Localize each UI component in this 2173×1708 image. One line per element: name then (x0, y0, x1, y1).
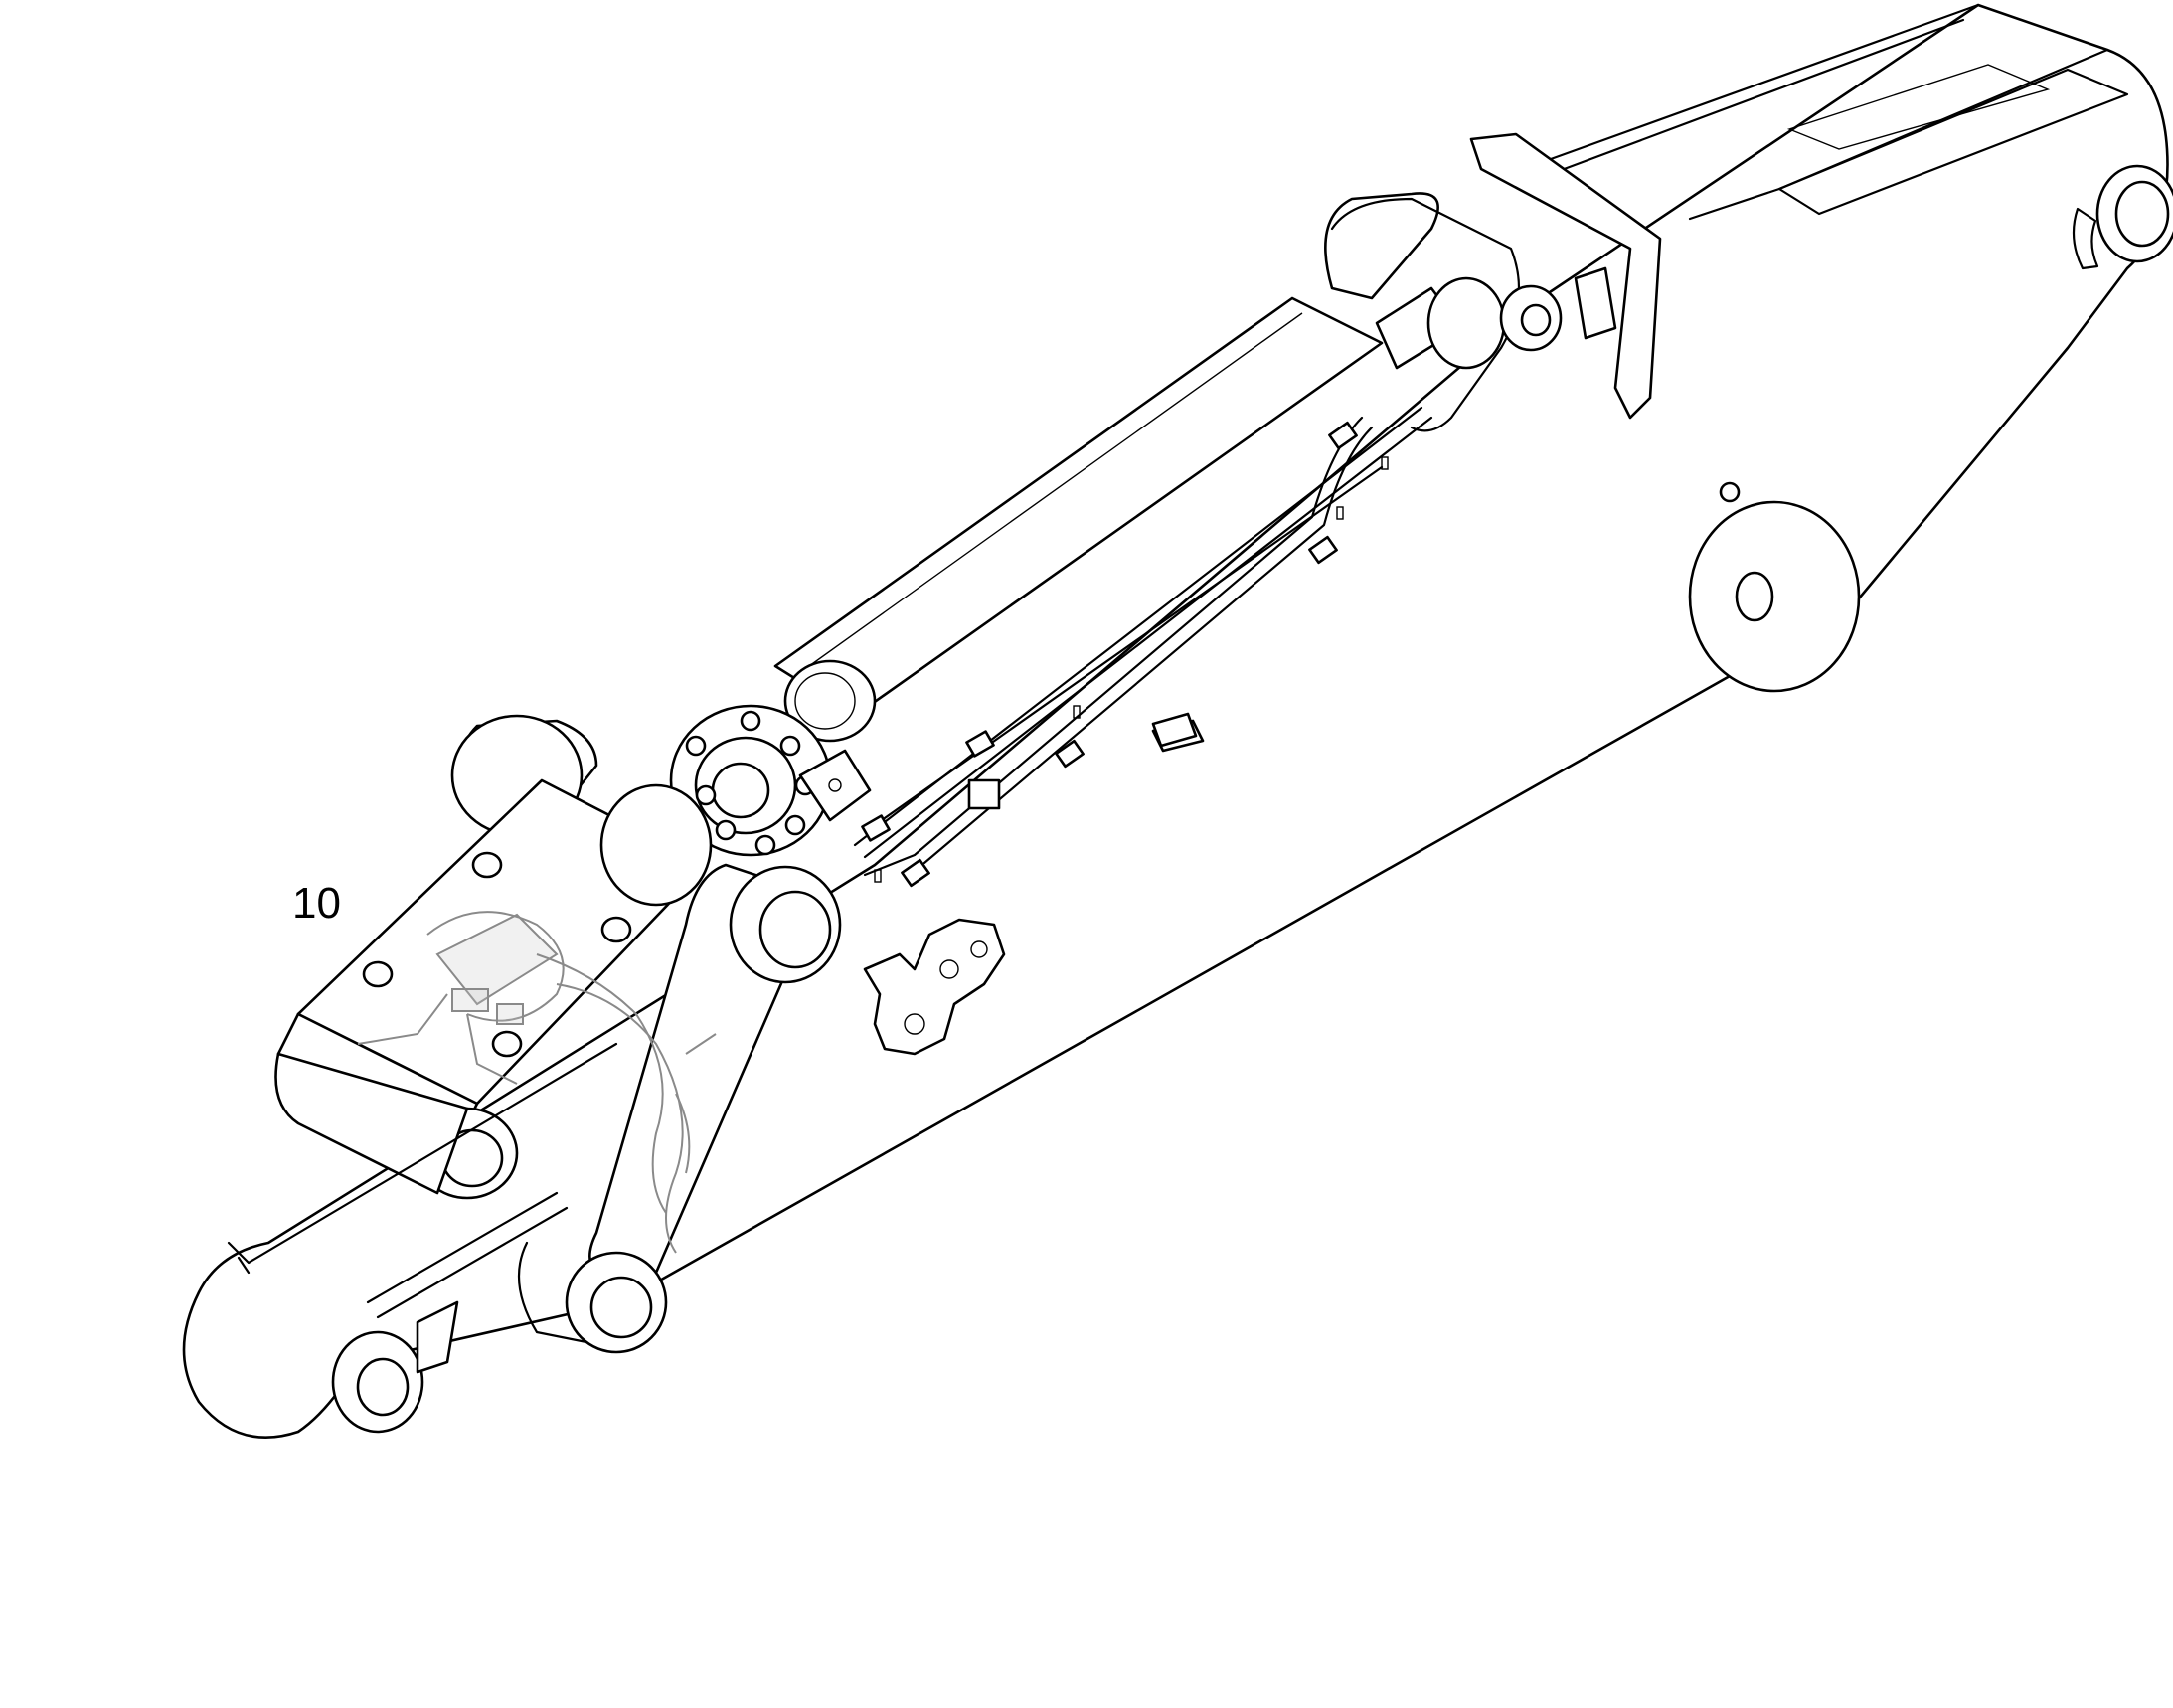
boom-foot-pin-bore (2114, 180, 2170, 248)
pivot-boss-lower-bore (589, 1276, 653, 1339)
cross-tube (274, 1052, 469, 1195)
boom-yoke (1469, 132, 1662, 420)
rod-pin-inner (1520, 303, 1552, 337)
callout-label-10: 10 (292, 879, 341, 928)
pivot-boss-right-bore (758, 890, 832, 969)
boom-nose-pin-bore (356, 1357, 410, 1417)
cylinder-flange-bore (711, 762, 770, 819)
boom-top-plate-inner (1786, 64, 2051, 150)
wiring-harness-highlight (357, 911, 717, 1254)
cylinder-bracket (1324, 192, 1439, 300)
cylinder-head-collar (783, 659, 877, 743)
mounting-plate (863, 918, 1006, 1056)
boom-nose-bracket (416, 1300, 459, 1374)
boom-foot-bracket (2072, 207, 2099, 270)
line-clamps (901, 421, 1358, 888)
rod-eye (1426, 276, 1506, 370)
boom-tag (1151, 712, 1198, 748)
cylinder-head-collar-inner (794, 672, 856, 730)
cylinder-port-block (798, 749, 872, 822)
boom-upper-flange-line (873, 465, 1384, 827)
boom-side-boss (1688, 500, 1861, 693)
pin-lock-plate (1574, 266, 1617, 340)
cylinder-barrel-stripe (794, 312, 1303, 677)
boom-side-boss-bore (1735, 571, 1774, 622)
boom-side-nut (1719, 481, 1741, 503)
plate-bolts (362, 851, 632, 1058)
flange-bolts (685, 710, 816, 856)
boom-top-plate (1777, 68, 2129, 216)
central-pin-barrel (599, 783, 713, 907)
